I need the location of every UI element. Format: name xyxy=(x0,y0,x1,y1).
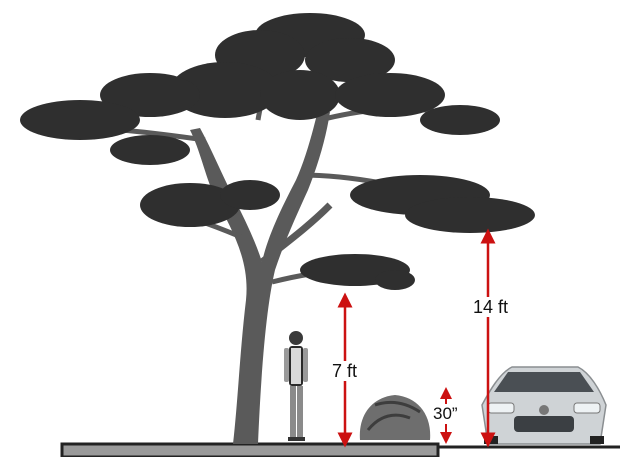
tree-canopy xyxy=(20,13,535,290)
person-icon xyxy=(284,331,308,441)
sidewalk-curb xyxy=(60,442,440,457)
tree-branch xyxy=(259,202,333,265)
pedestrian-clearance-label: 7 ft xyxy=(330,361,360,381)
ground xyxy=(60,442,620,457)
tree-icon xyxy=(20,13,535,444)
car-icon xyxy=(481,366,607,445)
shrub-icon xyxy=(359,395,431,440)
vehicle-clearance-label: 14 ft xyxy=(471,297,511,317)
shrub-clearance-label: 30” xyxy=(433,404,458,424)
